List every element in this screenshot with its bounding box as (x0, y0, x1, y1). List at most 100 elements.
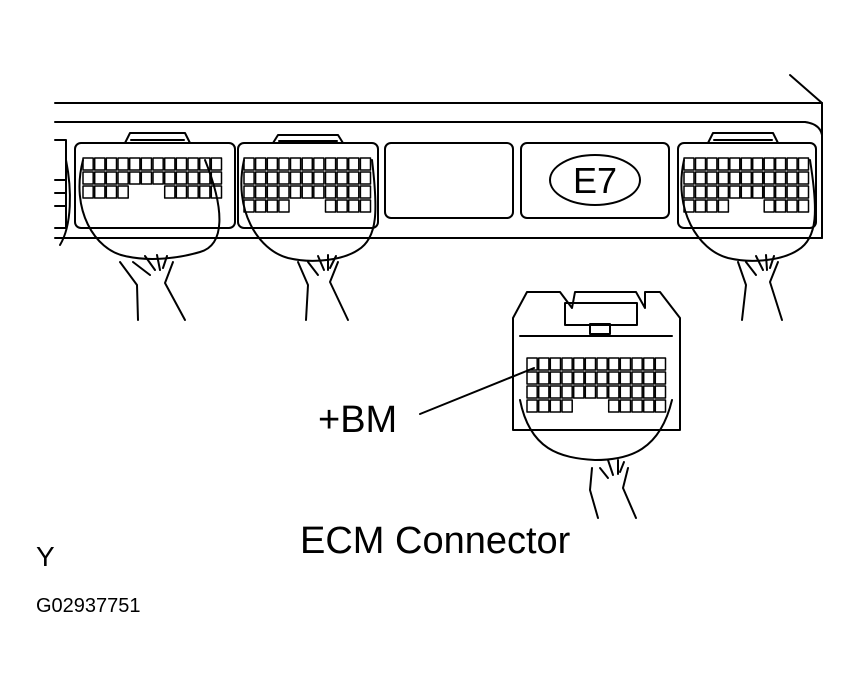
terminal-cavity (324, 157, 337, 171)
terminal-cavity (717, 199, 730, 213)
terminal-cavity (549, 385, 562, 399)
terminal-cavity (694, 199, 707, 213)
terminal-cavity (359, 199, 372, 213)
terminal-cavity (117, 157, 129, 171)
terminal-cavity (243, 157, 255, 171)
terminal-cavity (631, 357, 643, 371)
terminal-cavity (347, 171, 360, 185)
terminal-cavity (82, 185, 94, 199)
terminal-cavity (117, 185, 129, 199)
terminal-cavity (537, 385, 550, 399)
terminal-cavity (537, 357, 550, 371)
terminal-cavity (82, 171, 94, 185)
terminal-cavity (152, 171, 164, 185)
terminal-cavity (254, 199, 267, 213)
terminal-cavity (607, 371, 620, 385)
terminal-cavity (198, 185, 211, 199)
terminal-cavity (93, 185, 106, 199)
terminal-cavity (572, 385, 585, 399)
terminal-cavity (683, 157, 695, 171)
terminal-cavity (128, 171, 141, 185)
terminal-cavity (706, 171, 718, 185)
terminal-cavity (717, 171, 730, 185)
terminal-cavity (537, 399, 550, 413)
terminal-cavity (797, 157, 810, 171)
terminal-cavity (210, 157, 223, 171)
terminal-grid (82, 157, 223, 199)
ecm-housing (54, 74, 823, 239)
terminal-cavity (93, 157, 106, 171)
terminal-cavity (654, 371, 667, 385)
terminal-cavity (717, 157, 730, 171)
terminal-cavity (140, 171, 153, 185)
terminal-cavity (163, 171, 176, 185)
terminal-cavity (198, 171, 211, 185)
terminal-cavity (797, 185, 810, 199)
ecm-connector-enlarged (512, 291, 681, 519)
terminal-cavity (740, 185, 753, 199)
terminal-cavity (584, 371, 597, 385)
terminal-cavity (642, 357, 655, 371)
terminal-cavity (763, 199, 775, 213)
terminal-cavity (729, 185, 741, 199)
terminal-cavity (706, 185, 718, 199)
terminal-cavity (774, 199, 787, 213)
terminal-cavity (313, 171, 325, 185)
terminal-grid (683, 157, 810, 213)
terminal-cavity (642, 371, 655, 385)
terminal-cavity (187, 171, 199, 185)
terminal-cavity (631, 399, 643, 413)
terminal-cavity (596, 385, 608, 399)
terminal-cavity (324, 171, 337, 185)
terminal-cavity (763, 171, 775, 185)
terminal-cavity (278, 199, 290, 213)
terminal-cavity (266, 185, 279, 199)
connector-title: ECM Connector (300, 520, 571, 562)
terminal-cavity (278, 157, 290, 171)
terminal-cavity (82, 157, 94, 171)
terminal-cavity (786, 185, 798, 199)
terminal-cavity (278, 185, 290, 199)
terminal-cavity (572, 357, 585, 371)
terminal-cavity (729, 171, 741, 185)
terminal-cavity (140, 157, 153, 171)
terminal-cavity (751, 157, 764, 171)
terminal-cavity (572, 371, 585, 385)
terminal-cavity (607, 385, 620, 399)
terminal-cavity (706, 199, 718, 213)
terminal-cavity (278, 171, 290, 185)
terminal-cavity (359, 157, 372, 171)
connector-code-panel (520, 142, 670, 219)
terminal-label: +BM (318, 399, 397, 441)
terminal-cavity (175, 171, 188, 185)
terminal-cavity (683, 171, 695, 185)
terminal-cavity (347, 199, 360, 213)
terminal-cavity (313, 185, 325, 199)
terminal-cavity (105, 185, 118, 199)
terminal-cavity (549, 399, 562, 413)
terminal-cavity (301, 185, 314, 199)
terminal-grid (526, 357, 667, 413)
terminal-cavity (266, 171, 279, 185)
terminal-cavity (324, 199, 337, 213)
terminal-cavity (289, 185, 302, 199)
terminal-grid (243, 157, 372, 213)
terminal-cavity (631, 385, 643, 399)
terminal-cavity (152, 157, 164, 171)
connector-3 (677, 132, 817, 321)
terminal-cavity (243, 171, 255, 185)
connector-code-label: E7 (573, 160, 617, 201)
connector-2 (237, 134, 379, 321)
connector-left-partial (54, 139, 71, 246)
terminal-cavity (619, 399, 632, 413)
terminal-cavity (175, 157, 188, 171)
terminal-cavity (93, 171, 106, 185)
terminal-cavity (584, 357, 597, 371)
terminal-cavity (561, 385, 573, 399)
terminal-cavity (607, 357, 620, 371)
terminal-cavity (694, 185, 707, 199)
terminal-cavity (706, 157, 718, 171)
terminal-cavity (347, 185, 360, 199)
terminal-cavity (526, 371, 538, 385)
